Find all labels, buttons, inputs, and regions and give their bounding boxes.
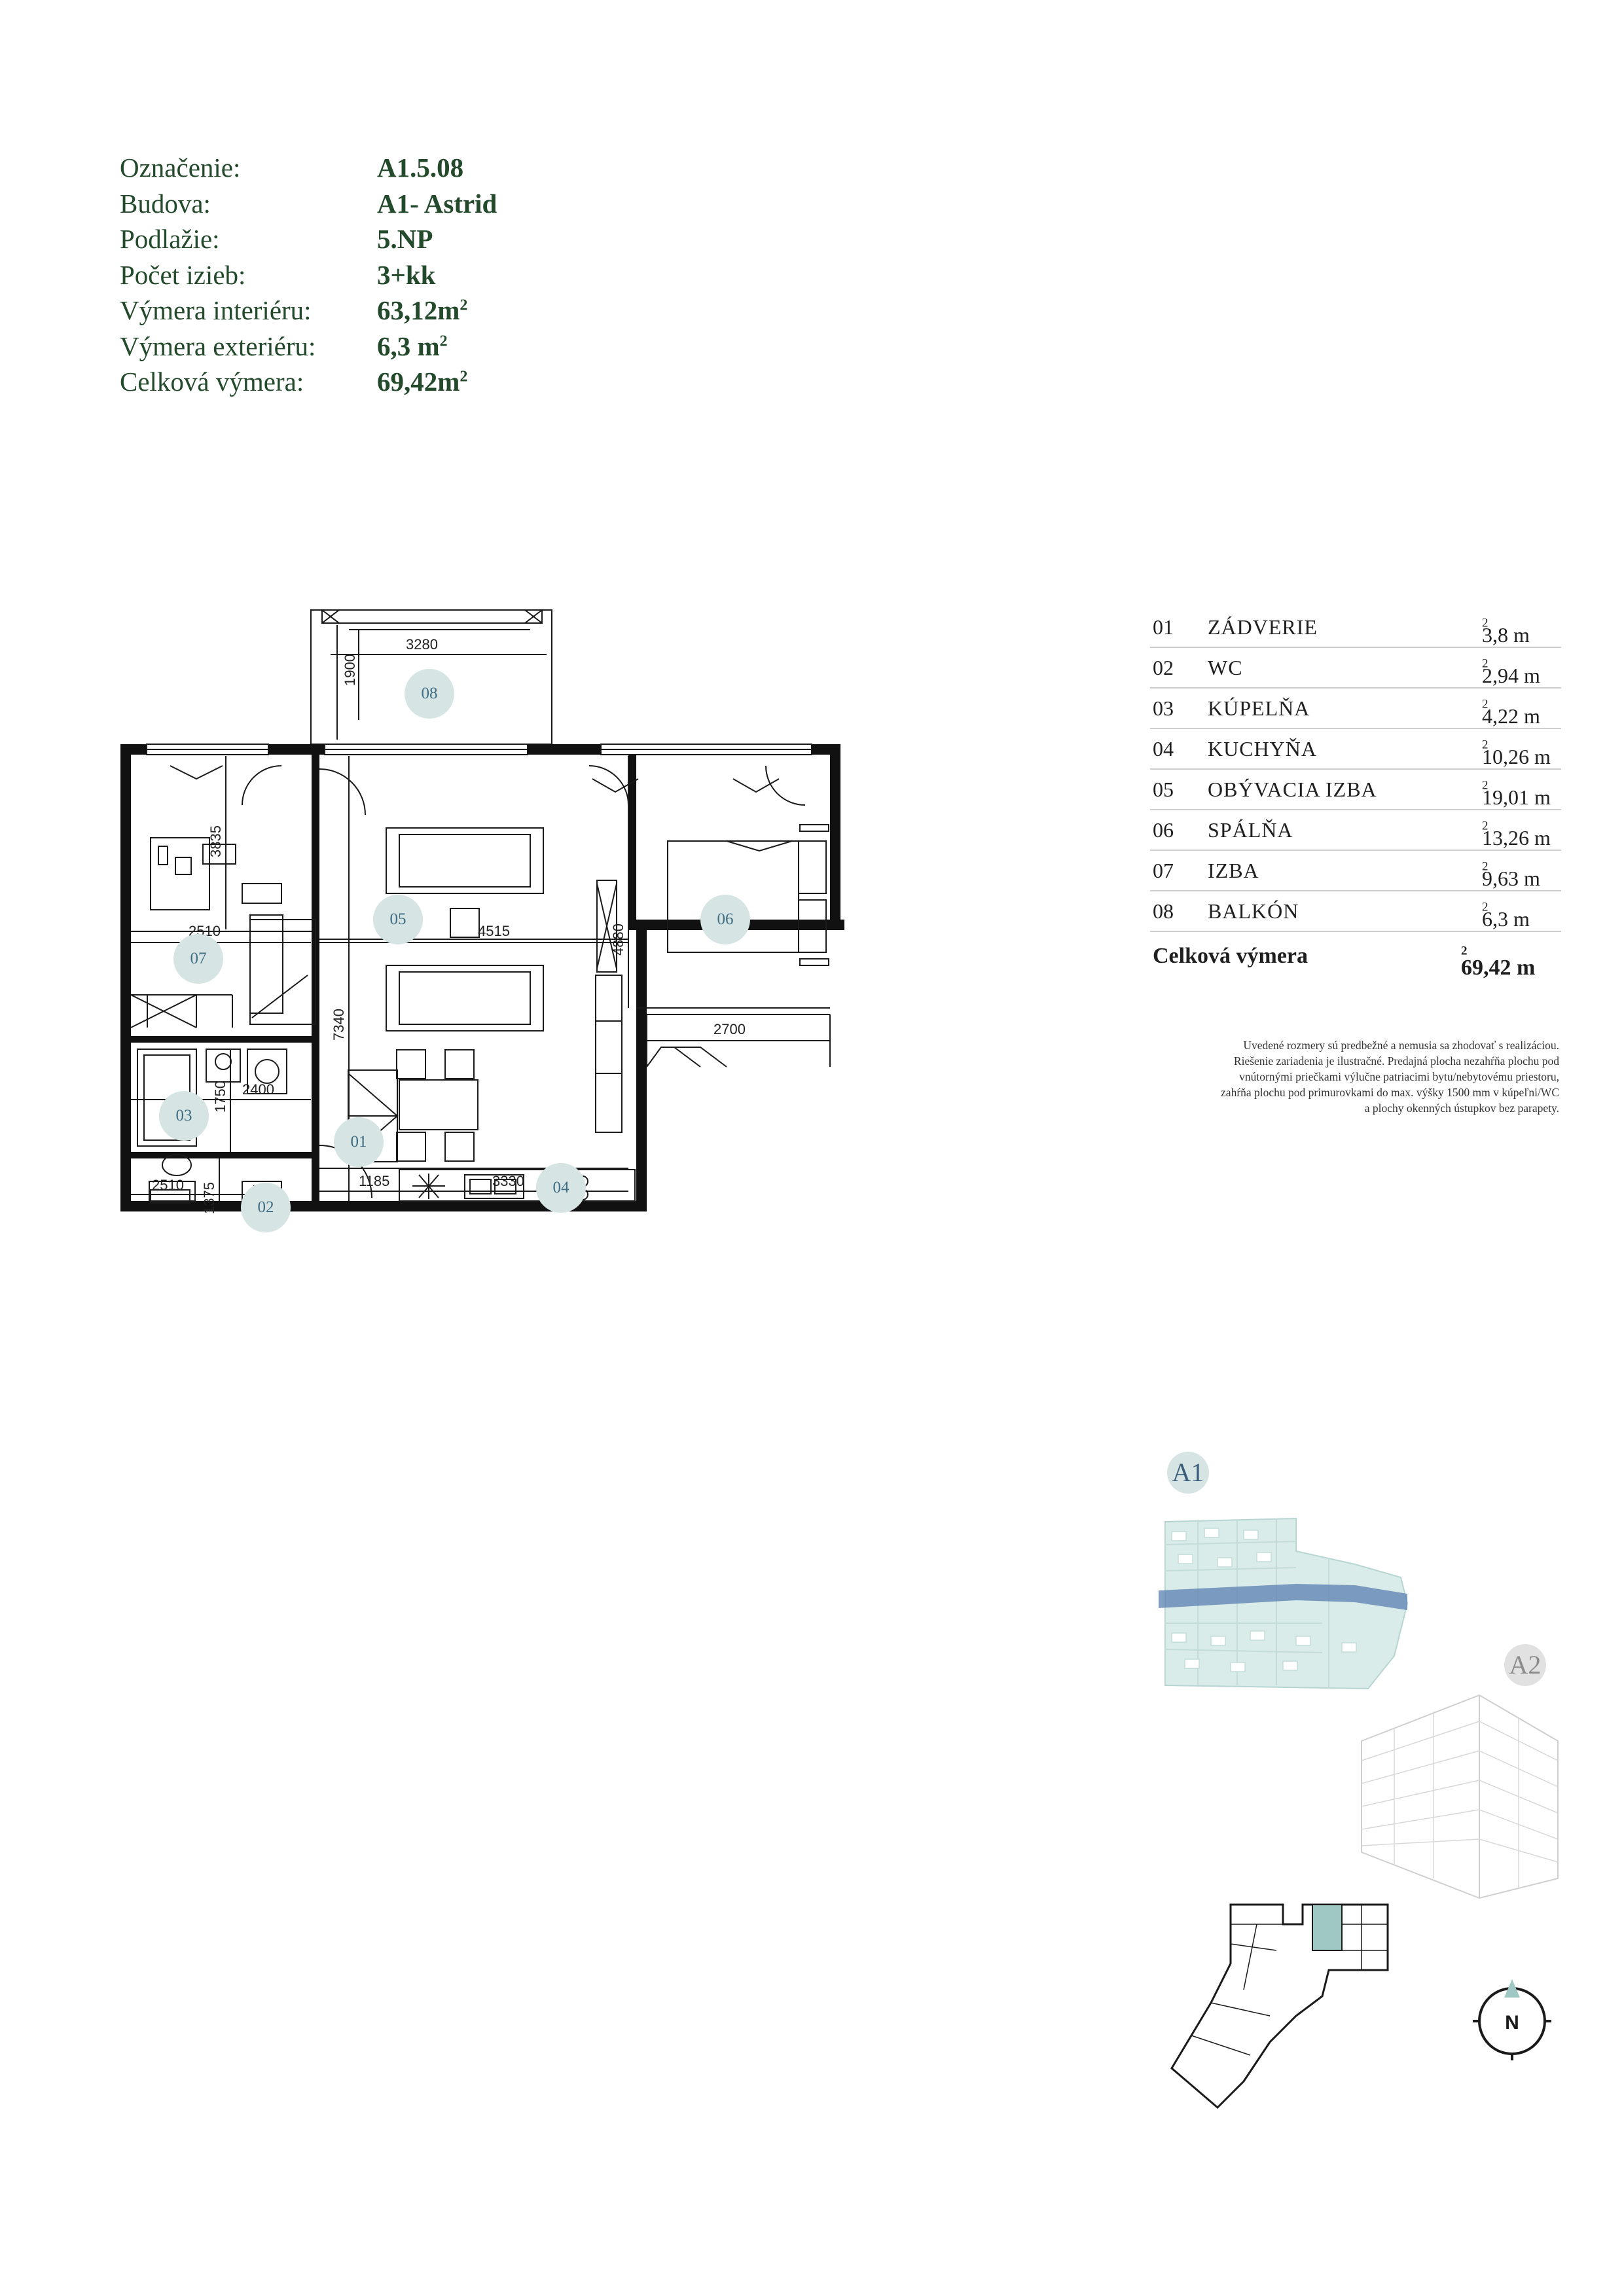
dim-living-width: 4515 — [478, 923, 510, 939]
room-bubble-04: 04 — [536, 1163, 586, 1213]
dim-bath-depth: 1750 — [212, 1081, 228, 1113]
site-plan — [1170, 1903, 1389, 2109]
dim-wc-depth: 1375 — [201, 1182, 217, 1214]
dim-bath-width: 2400 — [242, 1081, 274, 1098]
dim-balcony-width: 3280 — [406, 636, 438, 653]
room-bubble-03: 03 — [159, 1091, 209, 1141]
room-bubble-08: 08 — [405, 669, 454, 719]
disclaimer-note: Uvedené rozmery sú predbežné a nemusia s… — [1221, 1039, 1559, 1115]
room-bubble-06: 06 — [700, 895, 750, 944]
dim-balcony-depth: 1900 — [342, 654, 358, 686]
building-a1-illustration — [1159, 1517, 1409, 1690]
room-bubble-02: 02 — [241, 1183, 291, 1232]
dim-wc-width: 2510 — [152, 1177, 184, 1193]
dim-hall-width: 1185 — [359, 1173, 389, 1189]
dim-living-depth: 7340 — [331, 1009, 347, 1041]
building-badge-a2: A2 — [1504, 1644, 1546, 1686]
dim-room07-depth: 3835 — [208, 825, 224, 857]
dim-kitchen-width: 3330 — [492, 1173, 524, 1189]
room-bubble-05: 05 — [373, 895, 423, 944]
building-badge-a1: A1 — [1167, 1452, 1209, 1494]
compass-icon: N — [1473, 1979, 1551, 2060]
dim-bedroom-depth: 4880 — [610, 924, 626, 956]
dim-bedroom-width: 2700 — [713, 1021, 746, 1037]
compass-label: N — [1505, 2012, 1519, 2034]
room-bubble-01: 01 — [334, 1117, 384, 1167]
room-bubble-07: 07 — [173, 934, 223, 984]
floor-plan: 3280 1900 3835 2510 4515 4880 7340 2700 … — [120, 609, 844, 1214]
building-a2-illustration — [1361, 1694, 1559, 1899]
